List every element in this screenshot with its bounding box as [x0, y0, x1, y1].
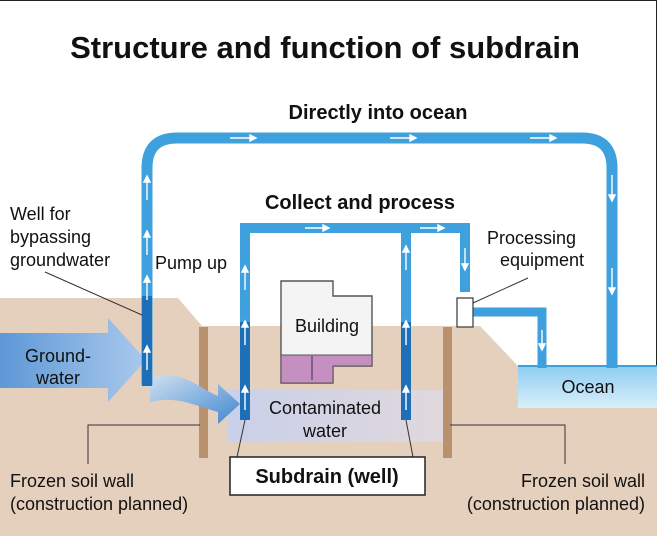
- label-processing-equipment-line2: equipment: [500, 250, 584, 270]
- flow-arrow-head: [409, 133, 418, 143]
- flow-arrow-head: [142, 229, 152, 238]
- processing-equipment-box: [456, 297, 474, 328]
- flow-arrow-head: [537, 343, 547, 352]
- flow-arrow-head: [240, 319, 250, 328]
- label-processing-equipment-line1: Processing: [487, 228, 576, 248]
- label-building: Building: [295, 316, 359, 336]
- pipe-flow-arrows: [142, 133, 617, 410]
- flow-arrow-head: [549, 133, 558, 143]
- subdrain-well-left-casing: [240, 322, 250, 420]
- subdrain-label-box: [229, 456, 426, 496]
- label-directly-into-ocean: Directly into ocean: [289, 102, 468, 124]
- leader-frozen-soil-wall-right: [450, 424, 566, 464]
- building-water: [280, 354, 373, 384]
- label-frozen-soil-wall-left-line1: Frozen soil wall: [10, 471, 134, 491]
- flow-arrow-head: [437, 223, 446, 233]
- pipe-directly-into-ocean: [141, 132, 618, 385]
- groundwater-arrow: [0, 318, 146, 402]
- label-well-for-bypassing-line1: Well for: [10, 204, 71, 224]
- ocean-water: [518, 366, 657, 408]
- label-frozen-soil-wall-right-line1: Frozen soil wall: [521, 471, 645, 491]
- flow-arrow-head: [322, 223, 331, 233]
- leader-lines: [44, 271, 566, 464]
- flow-arrow-head: [460, 263, 470, 272]
- contaminated-water-zone: [228, 390, 448, 442]
- flow-arrow-head: [142, 274, 152, 283]
- label-well-for-bypassing-line3: groundwater: [10, 250, 110, 270]
- subdrain-connector-left: [236, 419, 246, 458]
- flow-arrow-head: [249, 133, 258, 143]
- label-frozen-soil-wall-right-line2: (construction planned): [467, 494, 645, 514]
- label-ocean: Ocean: [561, 377, 614, 397]
- label-groundwater-line1: Ground-: [25, 346, 91, 366]
- label-groundwater-line2: water: [35, 368, 80, 388]
- leader-well-for-bypassing: [44, 271, 143, 316]
- flow-arrow-head: [607, 287, 617, 296]
- label-frozen-soil-wall-left-line2: (construction planned): [10, 494, 188, 514]
- flow-to-subdrain-arrow: [150, 375, 240, 424]
- flow-arrow-head: [142, 174, 152, 183]
- flow-arrow-head: [240, 384, 250, 393]
- flow-arrow-head: [607, 194, 617, 203]
- label-contaminated-water-line1: Contaminated: [269, 398, 381, 418]
- subdrain-connector-right: [405, 419, 414, 458]
- flow-arrow-head: [240, 264, 250, 273]
- label-pump-up: Pump up: [155, 253, 227, 273]
- flow-arrow-head: [142, 344, 152, 353]
- label-well-for-bypassing-line2: bypassing: [10, 227, 91, 247]
- label-collect-and-process: Collect and process: [265, 192, 455, 214]
- leader-processing-equipment: [472, 277, 529, 304]
- label-subdrain-well: Subdrain (well): [255, 466, 398, 488]
- flow-arrow-head: [401, 384, 411, 393]
- flow-arrow-head: [401, 244, 411, 253]
- bypass-well-casing: [142, 296, 152, 386]
- flow-arrow-head: [401, 319, 411, 328]
- subdrain-well-right-casing: [401, 322, 411, 420]
- leader-frozen-soil-wall-left: [87, 424, 200, 464]
- label-contaminated-water-line2: water: [302, 421, 347, 441]
- frozen-soil-wall-right-bar: [443, 327, 452, 458]
- page-title: Structure and function of subdrain: [70, 30, 580, 65]
